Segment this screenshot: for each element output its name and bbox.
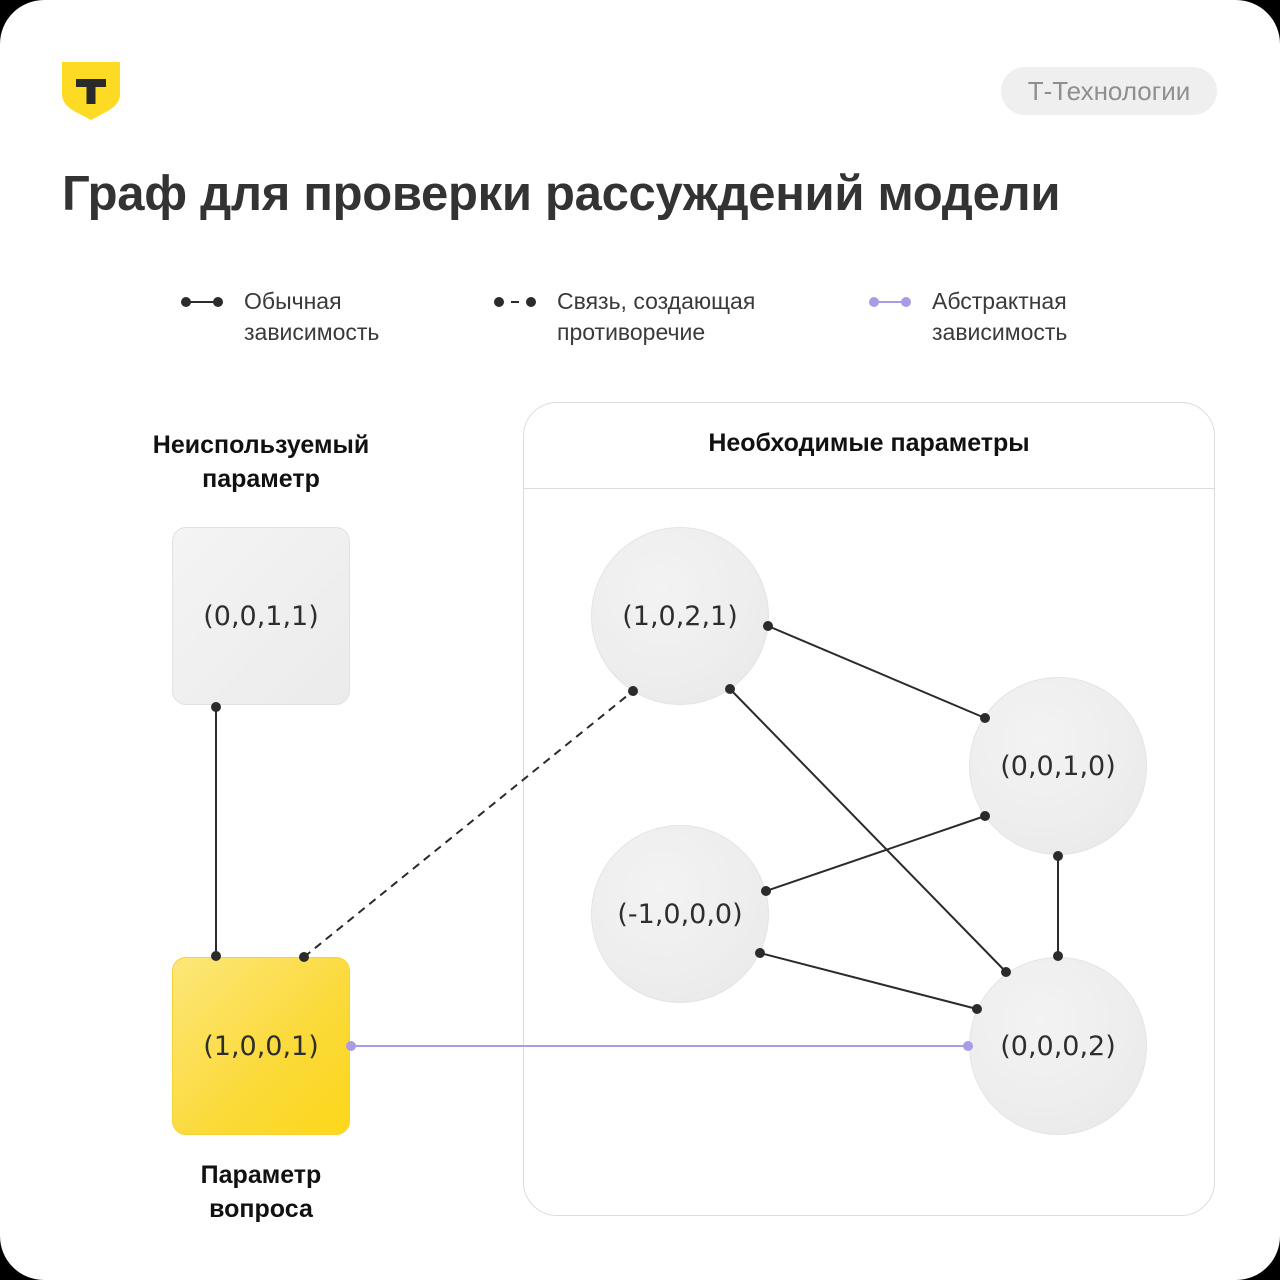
edge-endpoint [980, 713, 990, 723]
edge-endpoint [1001, 967, 1011, 977]
brand-pill: Т-Технологии [1001, 67, 1217, 115]
label-line: вопроса [209, 1195, 313, 1223]
node-unused-param[interactable]: (0,0,1,1) [172, 527, 350, 705]
legend-label: зависимость [244, 319, 380, 345]
label-line: Неиспользуемый [152, 431, 370, 459]
edge-m1000-to-0010 [765, 815, 986, 892]
dashed-edge-legend-icon [494, 297, 536, 307]
edge-endpoint [1053, 851, 1063, 861]
edge-m1000-to-0002 [759, 952, 978, 1010]
t-logo-icon [62, 62, 120, 120]
legend-item-abstract: Абстрактная зависимость [868, 286, 1172, 348]
node-label: (1,0,2,1) [622, 600, 738, 632]
edge-endpoint [211, 702, 221, 712]
unused-param-label: Неиспользуемый параметр [111, 428, 411, 496]
node-label: (1,0,0,1) [203, 1030, 319, 1062]
node-1021[interactable]: (1,0,2,1) [591, 527, 769, 705]
edge-endpoint [299, 952, 309, 962]
edge-endpoint [755, 948, 765, 958]
legend-label: противоречие [557, 319, 706, 345]
node-label: (0,0,1,0) [1000, 750, 1116, 782]
legend-label: Связь, создающая [557, 288, 756, 314]
edge-endpoint [763, 621, 773, 631]
node-0002[interactable]: (0,0,0,2) [969, 957, 1147, 1135]
edge-endpoint [628, 686, 638, 696]
abstract-edge-legend-icon [869, 297, 911, 307]
node-label: (0,0,1,1) [203, 600, 319, 632]
abstract-edge-endpoint [346, 1041, 356, 1051]
legend-label: Абстрактная [932, 288, 1067, 314]
question-param-label: Параметр вопроса [111, 1158, 411, 1226]
legend-label: зависимость [932, 319, 1068, 345]
edge-1021-to-0002 [729, 688, 1007, 973]
abstract-edge-endpoint [963, 1041, 973, 1051]
edge-endpoint [761, 886, 771, 896]
label-line: параметр [202, 465, 320, 493]
edge-endpoint [980, 811, 990, 821]
legend-label: Обычная [244, 288, 342, 314]
edge-endpoint [972, 1004, 982, 1014]
edge-1021-to-0010 [767, 625, 986, 719]
legend-item-contradiction: Связь, создающая противоречие [493, 286, 797, 348]
node-label: (0,0,0,2) [1000, 1030, 1116, 1062]
required-params-panel: Необходимые параметры [523, 402, 1215, 1216]
node-question-param[interactable]: (1,0,0,1) [172, 957, 350, 1135]
edge-endpoint [725, 684, 735, 694]
edge-endpoint [211, 951, 221, 961]
solid-edge-legend-icon [181, 297, 223, 307]
edge-question-to-1021-contradiction [303, 690, 634, 958]
edge-endpoint [1053, 951, 1063, 961]
node-label: (-1,0,0,0) [617, 898, 743, 930]
node-0010[interactable]: (0,0,1,0) [969, 677, 1147, 855]
legend-item-regular: Обычная противоречие зависимость [180, 286, 484, 348]
label-line: Параметр [200, 1161, 322, 1189]
panel-header: Необходимые параметры [524, 403, 1214, 489]
page-title: Граф для проверки рассуждений модели [62, 167, 1061, 221]
node-m1000[interactable]: (-1,0,0,0) [591, 825, 769, 1003]
